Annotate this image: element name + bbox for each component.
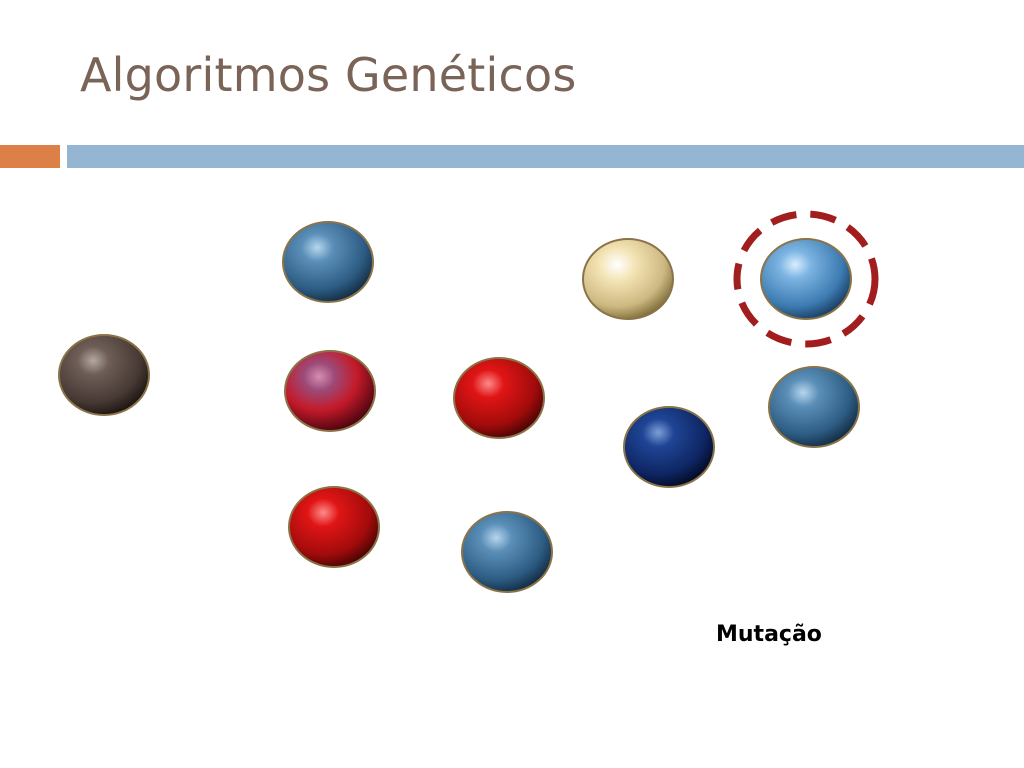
title-divider-bar: [67, 145, 1024, 168]
mutation-label: Mutação: [716, 622, 822, 647]
individual-red-bottom: [288, 486, 380, 568]
individual-cream: [582, 238, 674, 320]
individual-blue-bottom: [461, 511, 553, 593]
mutation-highlight-ring: [733, 210, 879, 348]
individual-light-blue-mutated: [760, 238, 852, 320]
page-title: Algoritmos Genéticos: [80, 48, 577, 102]
title-accent-bar: [0, 145, 60, 168]
individual-blue-right: [768, 366, 860, 448]
individual-navy: [623, 406, 715, 488]
individual-brown: [58, 334, 150, 416]
individual-blue-top: [282, 221, 374, 303]
individual-red-purple: [284, 350, 376, 432]
individual-red-center: [453, 357, 545, 439]
